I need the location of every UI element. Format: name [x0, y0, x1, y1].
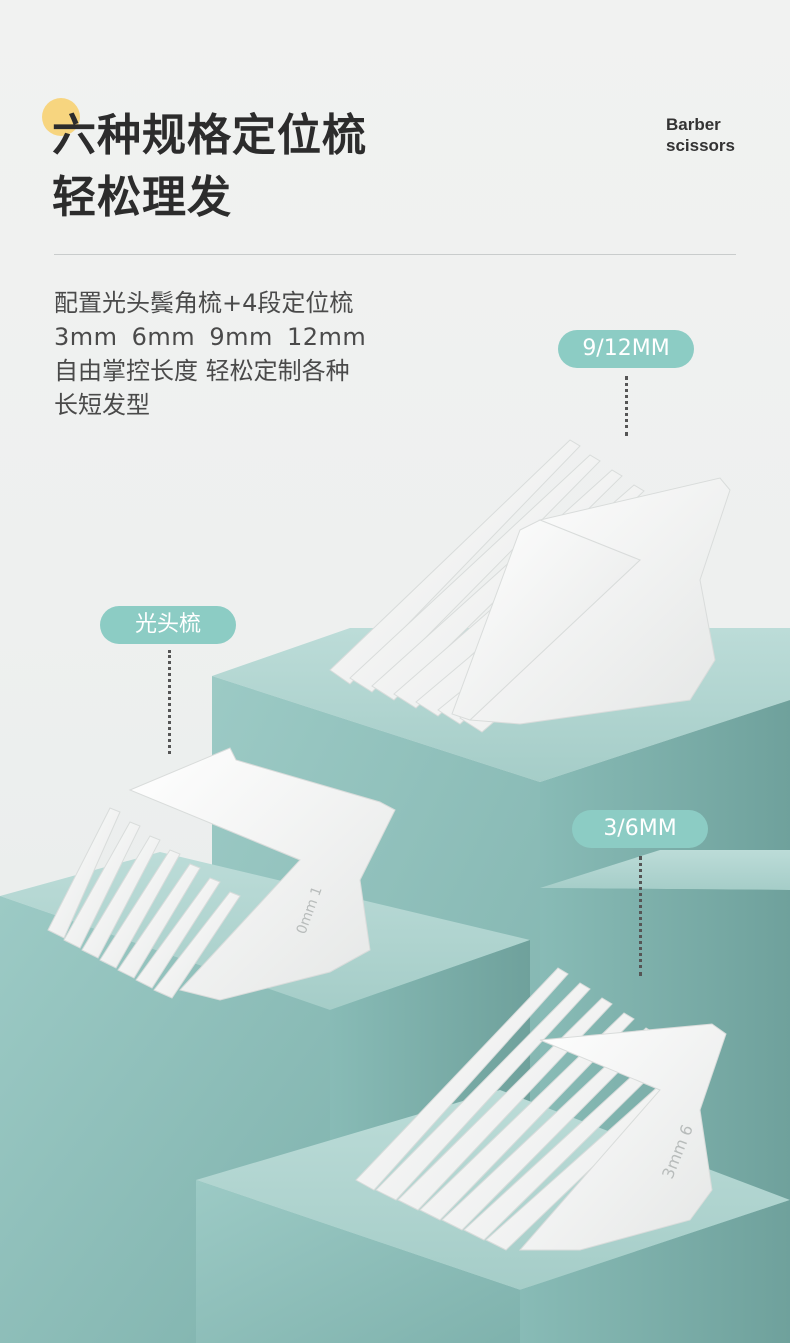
dotted-leader-line	[639, 856, 642, 976]
divider	[54, 254, 736, 255]
comb-bald: 0mm 1	[47, 747, 396, 1001]
brand-line-1: Barber	[666, 115, 721, 134]
brand-line-2: scissors	[666, 136, 735, 155]
description-line-2: 3mm 6mm 9mm 12mm	[54, 323, 367, 351]
description-line-1: 配置光头鬓角梳+4段定位梳	[54, 289, 354, 317]
label-3-6mm: 3/6MM	[572, 810, 708, 848]
label-bald-comb: 光头梳	[100, 606, 236, 644]
accent-dot	[42, 98, 80, 136]
description-line-3: 自由掌控长度 轻松定制各种	[54, 357, 350, 385]
page-subtitle: 轻松理发	[52, 172, 232, 223]
dotted-leader-line	[168, 650, 171, 754]
label-9-12mm: 9/12MM	[558, 330, 694, 368]
brand-label: Barber scissors	[666, 114, 735, 156]
page-title: 六种规格定位梳	[52, 110, 367, 161]
comb-9-12mm	[329, 439, 731, 733]
description-line-4: 长短发型	[54, 391, 150, 419]
comb-3-6mm: 3mm 6	[355, 967, 727, 1251]
dotted-leader-line	[625, 376, 628, 436]
